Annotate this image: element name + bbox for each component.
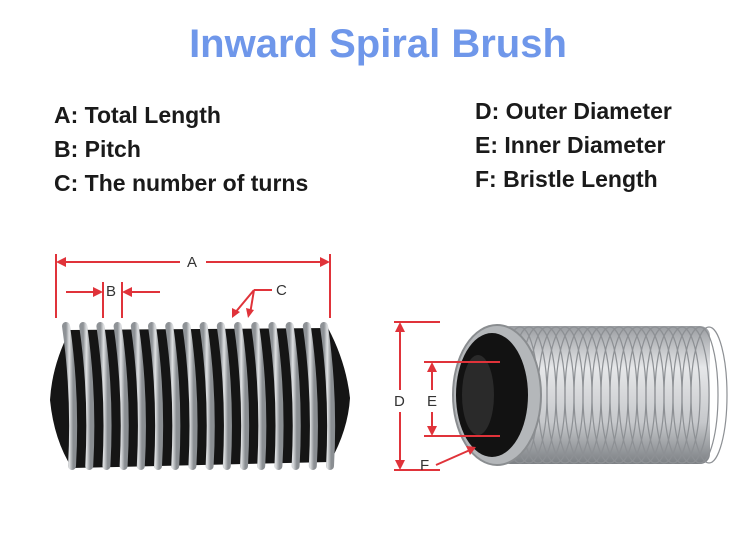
legend-item-inner-diameter: E: Inner Diameter bbox=[475, 132, 666, 158]
label-e: E bbox=[427, 393, 437, 410]
label-a: A bbox=[187, 254, 197, 271]
dimension-c bbox=[232, 289, 272, 318]
label-b: B bbox=[106, 283, 116, 300]
label-c: C bbox=[276, 282, 287, 299]
spiral-brush-side-view bbox=[50, 322, 350, 470]
coil-wire bbox=[148, 322, 164, 470]
dimension-e bbox=[424, 361, 500, 437]
inner-bore bbox=[462, 355, 494, 435]
coil-wire bbox=[165, 322, 181, 470]
coil-wire bbox=[234, 322, 250, 470]
spiral-coils bbox=[62, 322, 336, 470]
coil-wire bbox=[302, 322, 318, 470]
label-f: F bbox=[420, 457, 429, 474]
label-d: D bbox=[394, 393, 405, 410]
cylinder-ring bbox=[681, 326, 719, 464]
legend-item-total-length: A: Total Length bbox=[54, 102, 221, 128]
coil-wire bbox=[182, 322, 198, 470]
coil-wire bbox=[251, 322, 267, 470]
coil-wire bbox=[96, 322, 112, 470]
coil-wire bbox=[285, 322, 301, 470]
dimension-f bbox=[435, 446, 476, 466]
cylinder-ring bbox=[672, 326, 710, 464]
dimension-d bbox=[394, 321, 440, 471]
dimension-a bbox=[55, 254, 331, 318]
legend-item-turns: C: The number of turns bbox=[54, 170, 309, 196]
coil-wire bbox=[62, 322, 78, 470]
legend-item-outer-diameter: D: Outer Diameter bbox=[475, 98, 672, 124]
page-title: Inward Spiral Brush bbox=[189, 22, 567, 66]
cylinder-ring bbox=[663, 326, 701, 464]
coil-wire bbox=[113, 322, 129, 470]
legend-left: A: Total Length B: Pitch C: The number o… bbox=[54, 98, 308, 200]
coil-wire bbox=[130, 322, 146, 470]
bristle-body bbox=[50, 328, 350, 468]
cylinder-ring bbox=[690, 326, 728, 464]
coil-wire bbox=[320, 322, 336, 470]
dimension-b bbox=[66, 282, 160, 318]
coil-wire bbox=[199, 322, 215, 470]
legend-item-bristle-length: F: Bristle Length bbox=[475, 166, 658, 192]
coil-wire bbox=[79, 322, 95, 470]
legend-item-pitch: B: Pitch bbox=[54, 136, 141, 162]
coil-wire bbox=[216, 322, 232, 470]
coil-wire bbox=[268, 322, 284, 470]
spiral-brush-end-view bbox=[452, 324, 728, 466]
legend-right: D: Outer Diameter E: Inner Diameter F: B… bbox=[475, 94, 672, 196]
